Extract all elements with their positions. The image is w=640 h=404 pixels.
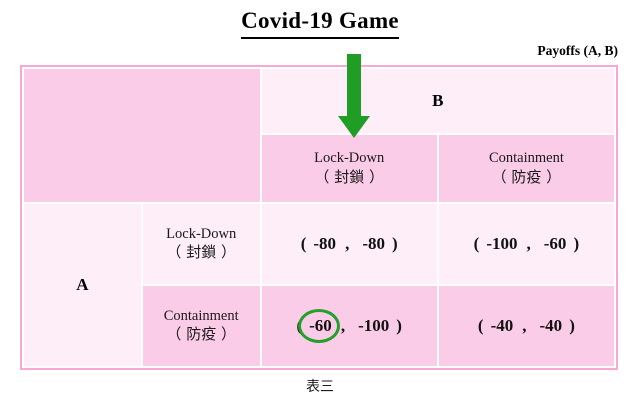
col-header-containment[interactable]: Containment （ 防疫 ）: [438, 134, 614, 202]
page-title: Covid-19 Game: [241, 8, 399, 39]
title-container: Covid-19 Game: [0, 8, 640, 39]
payoff-cell-lockdown-lockdown[interactable]: ( -80, -80): [261, 203, 437, 284]
down-arrow-icon: [338, 54, 370, 138]
row-header-containment-en: Containment: [163, 308, 239, 325]
row-header-lockdown-en: Lock-Down: [166, 226, 237, 243]
payoff-a-value: -40: [490, 315, 514, 335]
column-player-header: B: [261, 69, 614, 133]
payoff-comma: ,: [345, 233, 350, 253]
payoffs-legend: Payoffs (A, B): [537, 43, 618, 58]
payoff-b-value: -40: [539, 315, 563, 335]
payoff-matrix-table: B Lock-Down （ 封鎖 ） Containment （ 防疫 ） A …: [20, 65, 618, 370]
payoff-a-value: -80: [313, 233, 337, 253]
payoff-comma: ,: [340, 315, 346, 335]
table-row-column-strategies: Lock-Down （ 封鎖 ） Containment （ 防疫 ）: [24, 134, 614, 202]
figure-caption: 表三: [306, 379, 334, 395]
paren-close: ): [569, 315, 575, 335]
col-header-containment-cn: （ 防疫 ）: [491, 167, 562, 186]
circle-highlight-icon: -60: [298, 308, 340, 343]
payoff-b-value: -100: [358, 315, 390, 335]
row-player-header: A: [24, 203, 141, 366]
paren-open: (: [477, 315, 484, 335]
paren-close: ): [391, 233, 398, 253]
row-header-containment[interactable]: Containment （ 防疫 ）: [142, 285, 260, 366]
corner-empty-cell: [24, 69, 260, 202]
paren-open: (: [300, 233, 307, 253]
payoff-cell-containment-lockdown[interactable]: (-60, -100): [261, 285, 437, 366]
table-row-containment: Containment （ 防疫 ） (-60,-100) (-40,-40): [24, 285, 614, 366]
player-a-label: A: [76, 274, 89, 294]
col-header-containment-en: Containment: [488, 150, 564, 167]
payoff-comma: ,: [522, 315, 527, 335]
col-header-lockdown[interactable]: Lock-Down （ 封鎖 ）: [261, 134, 437, 202]
row-header-containment-cn: （ 防疫 ）: [166, 325, 236, 344]
payoff-b-value: -80: [362, 233, 385, 253]
row-header-lockdown[interactable]: Lock-Down （ 封鎖 ）: [142, 203, 260, 284]
row-header-lockdown-cn: （ 封鎖 ）: [166, 243, 236, 262]
table-row-header-player: B: [24, 69, 614, 202]
col-header-lockdown-en: Lock-Down: [314, 150, 385, 167]
paren-open: (: [473, 233, 480, 253]
paren-open: (: [296, 315, 303, 335]
table-row-lockdown: A Lock-Down （ 封鎖 ） (-80,-80) (-100,-60): [24, 203, 614, 366]
payoff-comma: ,: [526, 233, 531, 253]
paren-close: ): [573, 233, 580, 253]
payoff-b-value: -60: [543, 233, 567, 253]
paren-close: ): [396, 315, 402, 335]
payoff-a-value: -100: [486, 233, 518, 253]
payoff-cell-lockdown-containment[interactable]: ( -100, -60): [438, 203, 614, 284]
col-header-lockdown-cn: （ 封鎖 ）: [314, 167, 384, 186]
payoff-cell-containment-containment[interactable]: ( -40, -40): [438, 285, 614, 366]
player-b-label: B: [432, 90, 444, 110]
